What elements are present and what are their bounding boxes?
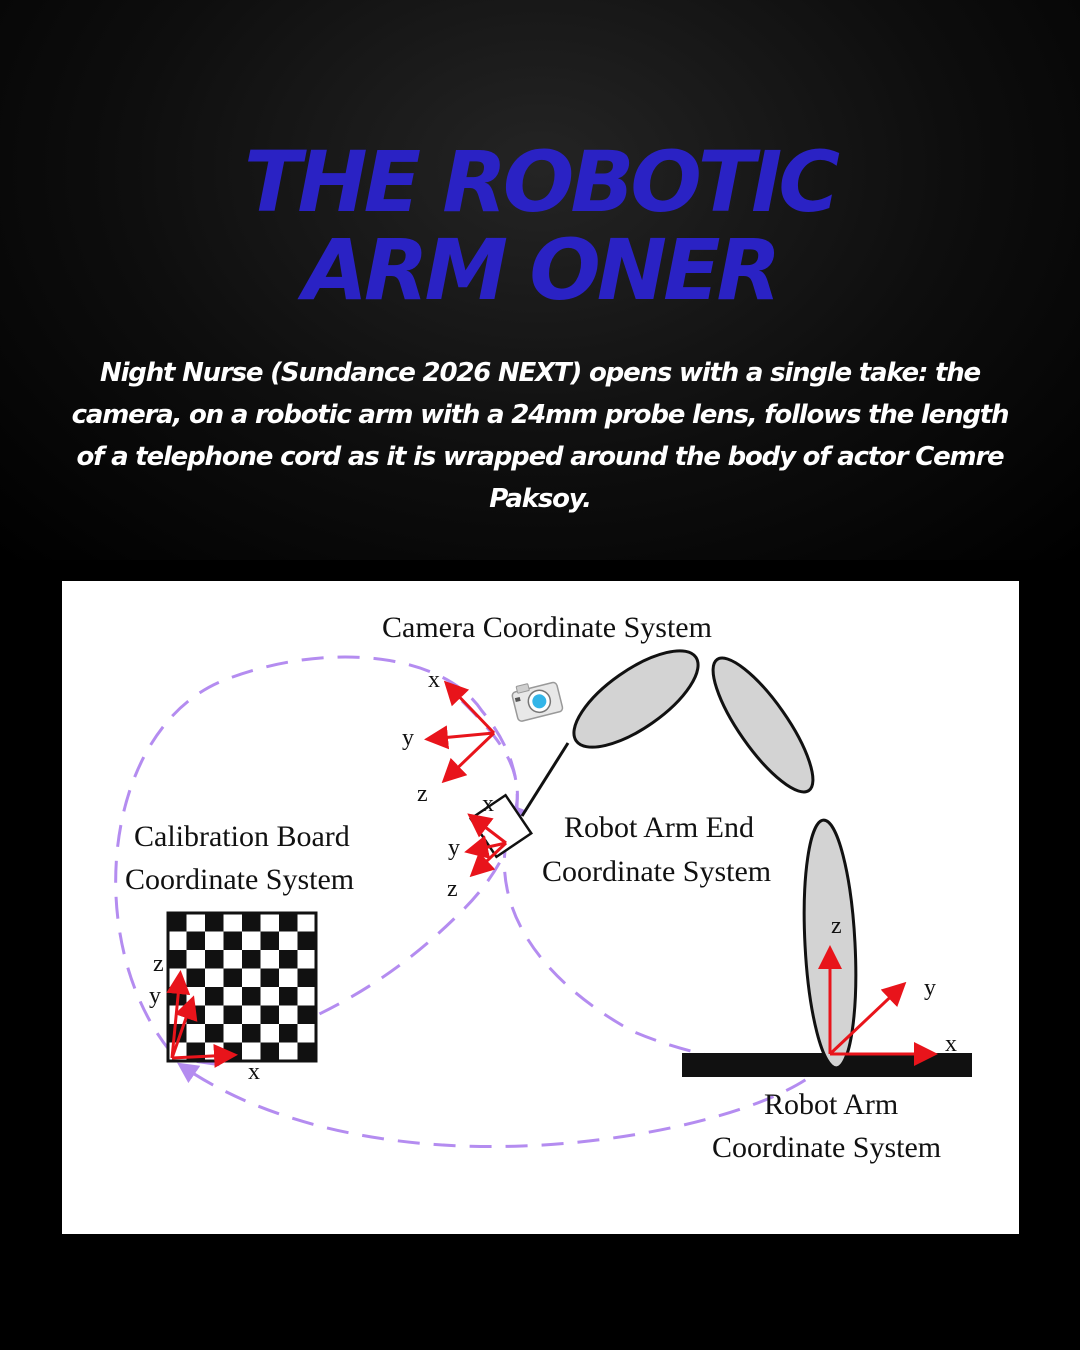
arm-link-upper xyxy=(711,656,815,794)
checkerboard-cell xyxy=(260,1042,279,1061)
camera-icon xyxy=(511,681,564,722)
checkerboard-cell xyxy=(168,950,187,969)
checkerboard-cell xyxy=(260,968,279,987)
checkerboard-cell xyxy=(260,1005,279,1024)
robot-arm xyxy=(520,649,858,1070)
checkerboard-cell xyxy=(279,1024,298,1043)
label-end-line1: Robot Arm End xyxy=(564,811,754,844)
board-axis-y: y xyxy=(149,983,161,1009)
checkerboard-cell xyxy=(242,987,261,1006)
checkerboard-cell xyxy=(297,1005,316,1024)
end-axis-z: z xyxy=(447,876,458,902)
checkerboard-cell xyxy=(223,968,242,987)
arm-link-lower xyxy=(802,818,858,1070)
end-axis-x: x xyxy=(482,791,494,817)
arm-link-forearm xyxy=(572,649,700,749)
arm-wrist-rod xyxy=(520,742,570,817)
base-axis-z: z xyxy=(831,913,842,939)
checkerboard-cell xyxy=(242,950,261,969)
checkerboard-cell xyxy=(223,931,242,950)
checkerboard-cell xyxy=(242,1024,261,1043)
checkerboard-cell xyxy=(205,950,224,969)
camera-axis-x: x xyxy=(428,667,440,693)
base-axis-y: y xyxy=(924,975,936,1001)
camera-axis-z: z xyxy=(417,781,428,807)
calibration-diagram: Camera Coordinate System Calibration Boa… xyxy=(114,611,972,1164)
label-camera-cs: Camera Coordinate System xyxy=(382,611,712,644)
page-title: THE ROBOTIC ARM ONER xyxy=(0,138,1080,314)
board-axes xyxy=(166,970,238,1068)
end-axes xyxy=(464,813,508,878)
checkerboard-cell xyxy=(186,931,205,950)
checkerboard-cell xyxy=(297,1042,316,1061)
path-board-to-camera xyxy=(114,655,519,1067)
checkerboard-cell xyxy=(297,968,316,987)
title-line-1: THE ROBOTIC xyxy=(244,133,840,231)
checkerboard-cell xyxy=(279,987,298,1006)
checkerboard-cell xyxy=(223,1005,242,1024)
diagram-panel: Camera Coordinate System Calibration Boa… xyxy=(62,581,1019,1234)
background-texture xyxy=(0,0,1080,560)
base-axes xyxy=(818,945,938,1066)
checkerboard-cell xyxy=(186,968,205,987)
board-axis-z: z xyxy=(153,951,164,977)
label-calib-line2: Coordinate System xyxy=(125,863,354,896)
base-axis-x: x xyxy=(945,1031,957,1057)
checkerboard-cell xyxy=(205,913,224,932)
checkerboard-cell xyxy=(279,950,298,969)
checkerboard-cell xyxy=(242,913,261,932)
title-line-2: ARM ONER xyxy=(302,221,781,319)
checkerboard xyxy=(166,911,318,1063)
camera-axes xyxy=(424,680,496,784)
label-calib-line1: Calibration Board xyxy=(134,820,350,853)
checkerboard-cell xyxy=(297,931,316,950)
checkerboard-cell xyxy=(205,1024,224,1043)
checkerboard-cell xyxy=(205,987,224,1006)
checkerboard-cell xyxy=(279,913,298,932)
board-axis-x: x xyxy=(248,1059,260,1085)
checkerboard-cell xyxy=(223,1042,242,1061)
label-end-line2: Coordinate System xyxy=(542,855,771,888)
camera-axis-y: y xyxy=(402,725,414,751)
label-base-line2: Coordinate System xyxy=(712,1131,941,1164)
checkerboard-cell xyxy=(168,913,187,932)
checkerboard-cell xyxy=(260,931,279,950)
path-base-to-board xyxy=(177,1055,834,1149)
end-axis-y: y xyxy=(448,835,460,861)
label-base-line1: Robot Arm xyxy=(764,1088,898,1121)
caption-text: Night Nurse (Sundance 2026 NEXT) opens w… xyxy=(71,358,1010,514)
